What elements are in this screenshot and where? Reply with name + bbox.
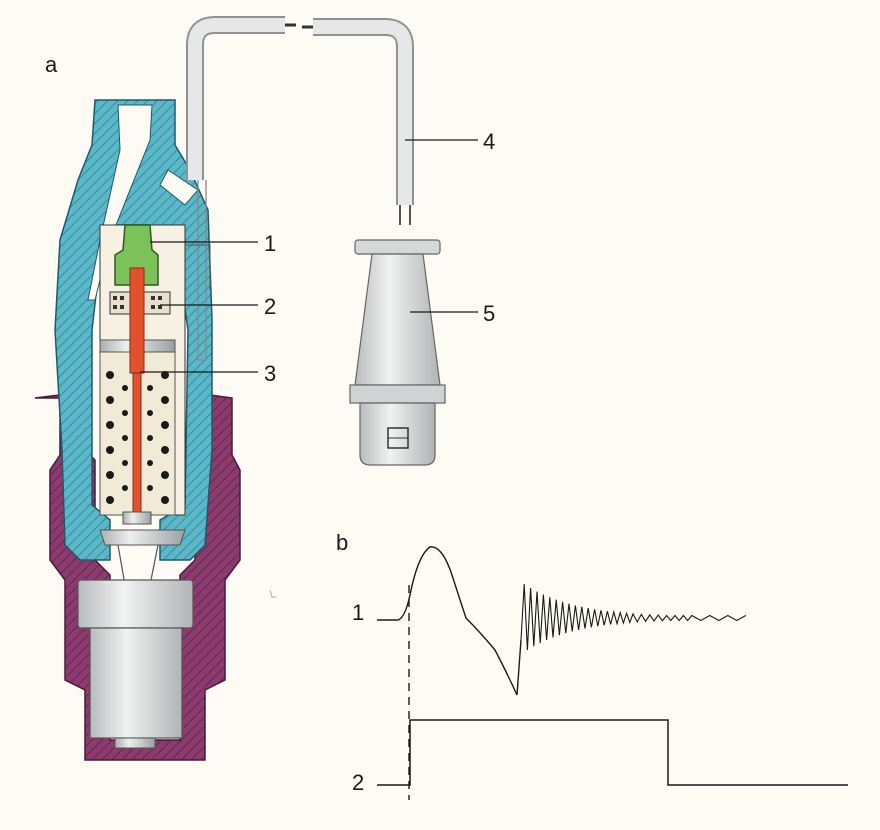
nozzle-cap: [77, 579, 194, 629]
cable: [186, 16, 414, 225]
trace-2: [377, 719, 848, 786]
trace-label-1: 1: [352, 600, 364, 625]
sensor-coil: [114, 224, 159, 286]
spring-coils: [106, 371, 169, 504]
connector-plug-icon: [349, 239, 446, 466]
trace-label-2: 2: [352, 770, 364, 795]
stray-mark: [269, 589, 276, 598]
injector-cross-section-icon: [34, 99, 241, 761]
panel-b-label: b: [336, 530, 348, 555]
needle-stem: [129, 267, 145, 374]
callout-lines: [140, 139, 478, 373]
callout-5: 5: [483, 301, 495, 326]
callout-1: 1: [264, 231, 276, 256]
callout-3: 3: [264, 361, 276, 386]
panel-a-label: a: [45, 52, 58, 77]
callout-2: 2: [264, 294, 276, 319]
trace-1-oscillation: [520, 583, 747, 651]
trace-1: [377, 546, 522, 696]
signal-waveform-icon: [377, 546, 848, 800]
callout-4: 4: [483, 129, 495, 154]
